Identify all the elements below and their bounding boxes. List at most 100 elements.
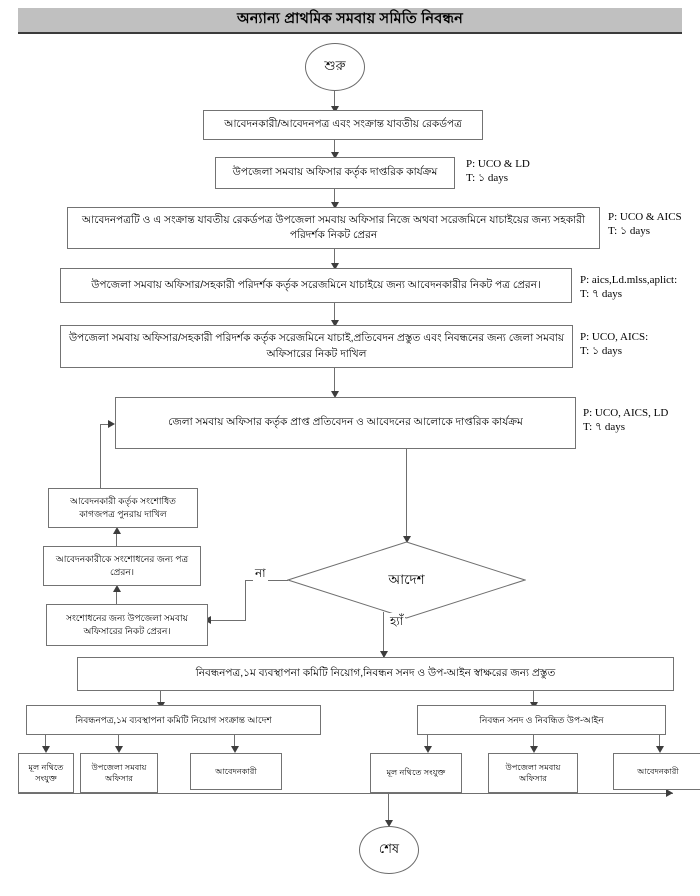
node-left-branch-order: নিবন্ধনপত্র,১ম ব্যবস্থাপনা কমিটি নিয়োগ … [26,705,321,735]
node-step-3-label: আবেদনপত্রটি ও এ সংক্রান্ত যাবতীয় রেকর্ড… [82,213,585,241]
connector-step5-to-step6 [334,368,335,395]
arrowhead-correction1-to-correction2 [113,585,121,592]
connector-prepare-to-left-branch [160,691,161,705]
node-correction-3-label: আবেদনকারী কর্তৃক সংশোধিত কাগজপত্র পুনরায… [70,496,176,519]
node-step-6: জেলা সমবায় অফিসার কর্তৃক প্রাপ্ত প্রতিব… [115,397,576,449]
node-step-4: উপজেলা সমবায় অফিসার/সহকারী পরিদর্শক কর্… [60,268,572,303]
arrowhead-correction3-into-step6 [108,420,115,428]
node-step-5: উপজেলা সমবায় অফিসার/সহকারী পরিদর্শক কর্… [60,325,573,368]
connector-yes-vertical [383,612,384,660]
arrowhead-step4-to-step5 [331,320,339,327]
connector-correction1-to-correction2 [116,587,117,604]
arrowhead-step2-to-step3 [331,202,339,209]
node-left-recipient-3: আবেদনকারী [190,753,282,790]
arrowhead-step3-to-step4 [331,263,339,270]
connector-right-branch-to-recipient3 [659,735,660,749]
connector-no-vertical [245,580,246,620]
connector-left-branch-to-recipient3 [234,735,235,749]
annotation-step-4-p: P: aics,Ld.mlss,aplict: [580,274,678,286]
annotation-step-5: P: UCO, AICS: T: ১ days [580,331,648,359]
node-right-recipient-2-label: উপজেলা সমবায় অফিসার [505,762,561,783]
start-terminator: শুরু [305,43,365,91]
connector-bottom-bus [18,793,673,794]
connector-start-to-step1 [334,91,335,108]
node-step-2-label: উপজেলা সমবায় অফিসার কর্তৃক দাপ্তরিক কার… [232,166,438,179]
connector-step3-to-step4 [334,249,335,266]
node-left-recipient-1: মূল নথিতে সংযুক্ত [18,753,74,793]
node-correction-3: আবেদনকারী কর্তৃক সংশোধিত কাগজপত্র পুনরায… [48,488,198,528]
arrowhead-right-recipient1 [424,746,432,753]
branch-label-yes: হ্যাঁ [388,613,406,633]
annotation-step-4: P: aics,Ld.mlss,aplict: T: ৭ days [580,274,677,302]
node-correction-1: সংশোধনের জন্য উপজেলা সমবায় অফিসারের নিক… [46,604,208,646]
node-right-recipient-3: আবেদনকারী [613,753,700,790]
annotation-step-6-p: P: UCO, AICS, LD [583,407,669,419]
connector-correction2-to-correction3 [116,529,117,546]
connector-step2-to-step3 [334,189,335,205]
annotation-step-5-p: P: UCO, AICS: [580,331,649,343]
connector-bus-to-end [388,793,389,824]
node-step-4-label: উপজেলা সমবায় অফিসার/সহকারী পরিদর্শক কর্… [91,278,541,291]
node-right-recipient-1-label: মূল নথিতে সংযুক্ত [386,768,446,778]
node-left-recipient-2: উপজেলা সমবায় অফিসার [80,753,158,793]
arrowhead-step6-to-decision [403,536,411,543]
node-prepare-registration: নিবন্ধনপত্র,১ম ব্যবস্থাপনা কমিটি নিয়োগ,… [77,657,674,691]
connector-step6-to-decision [406,449,407,540]
node-correction-2: আবেদনকারীকে সংশোধনের জন্য পত্র প্রেরন। [43,546,201,586]
arrowhead-left-recipient3 [231,746,239,753]
connector-step4-to-step5 [334,303,335,323]
arrowhead-start-to-step1 [331,106,339,113]
decision-order: আদেশ [287,541,526,619]
node-right-recipient-1: মূল নথিতে সংযুক্ত [370,753,462,793]
node-right-branch-certificate: নিবন্ধন সনদ ও নিবন্ধিত উপ-আইন [417,705,666,735]
annotation-step-2: P: UCO & LD T: ১ days [466,158,530,186]
connector-prepare-to-right-branch [533,691,534,705]
annotation-step-3: P: UCO & AICS T: ১ days [608,211,682,239]
arrowhead-step5-to-step6 [331,391,339,398]
connector-right-branch-to-recipient2 [533,735,534,749]
arrowhead-right-recipient2 [530,746,538,753]
connector-left-branch-to-recipient1 [45,735,46,749]
arrowhead-correction2-to-correction3 [113,527,121,534]
arrowhead-left-recipient1 [42,746,50,753]
annotation-step-4-t: T: ৭ days [580,287,623,300]
decision-diamond-shape [287,541,526,619]
node-correction-1-label: সংশোধনের জন্য উপজেলা সমবায় অফিসারের নিক… [66,613,188,636]
node-right-recipient-3-label: আবেদনকারী [637,766,679,776]
node-left-branch-order-label: নিবন্ধনপত্র,১ম ব্যবস্থাপনা কমিটি নিয়োগ … [75,714,272,725]
arrowhead-step1-to-step2 [331,152,339,159]
node-step-1: আবেদনকারী/আবেদনপত্র এবং সংক্রান্ত যাবতীয… [203,110,483,140]
connector-left-branch-to-recipient2 [118,735,119,749]
end-terminator: শেষ [359,826,419,874]
arrowhead-right-recipient3 [656,746,664,753]
annotation-step-5-t: T: ১ days [580,344,623,357]
annotation-step-6-t: T: ৭ days [583,420,626,433]
node-step-5-label: উপজেলা সমবায় অফিসার/সহকারী পরিদর্শক কর্… [68,332,565,360]
node-left-recipient-1-label: মূল নথিতে সংযুক্ত [28,762,64,783]
node-step-1-label: আবেদনকারী/আবেদনপত্র এবং সংক্রান্ত যাবতীয… [224,118,462,131]
node-step-3: আবেদনপত্রটি ও এ সংক্রান্ত যাবতীয় রেকর্ড… [67,207,600,249]
node-step-6-label: জেলা সমবায় অফিসার কর্তৃক প্রাপ্ত প্রতিব… [168,416,523,429]
node-correction-2-label: আবেদনকারীকে সংশোধনের জন্য পত্র প্রেরন। [55,554,189,577]
node-left-recipient-3-label: আবেদনকারী [215,766,257,776]
node-left-recipient-2-label: উপজেলা সমবায় অফিসার [91,762,147,783]
branch-label-no: না [253,565,268,585]
annotation-step-2-p: P: UCO & LD [466,158,530,170]
connector-no-into-correction1 [209,620,246,621]
node-step-2: উপজেলা সমবায় অফিসার কর্তৃক দাপ্তরিক কার… [215,157,455,189]
connector-correction3-to-step6-horizontal [100,424,110,425]
connector-step1-to-step2 [334,140,335,155]
arrowhead-bus-to-end [385,820,393,827]
arrowhead-yes-to-prepare [380,651,388,658]
node-prepare-registration-label: নিবন্ধনপত্র,১ম ব্যবস্থাপনা কমিটি নিয়োগ,… [195,667,556,680]
arrowhead-left-recipient2 [115,746,123,753]
arrowhead-bottom-bus-right [666,789,673,797]
node-right-branch-certificate-label: নিবন্ধন সনদ ও নিবন্ধিত উপ-আইন [479,714,604,725]
annotation-step-3-t: T: ১ days [608,224,651,237]
connector-correction3-to-step6-vertical [100,424,101,488]
start-terminator-label: শুরু [324,57,346,73]
annotation-step-3-p: P: UCO & AICS [608,211,682,223]
page-title: অন্যান্য প্রাথমিক সমবায় সমিতি নিবন্ধন [236,11,464,27]
end-terminator-label: শেষ [378,840,400,856]
